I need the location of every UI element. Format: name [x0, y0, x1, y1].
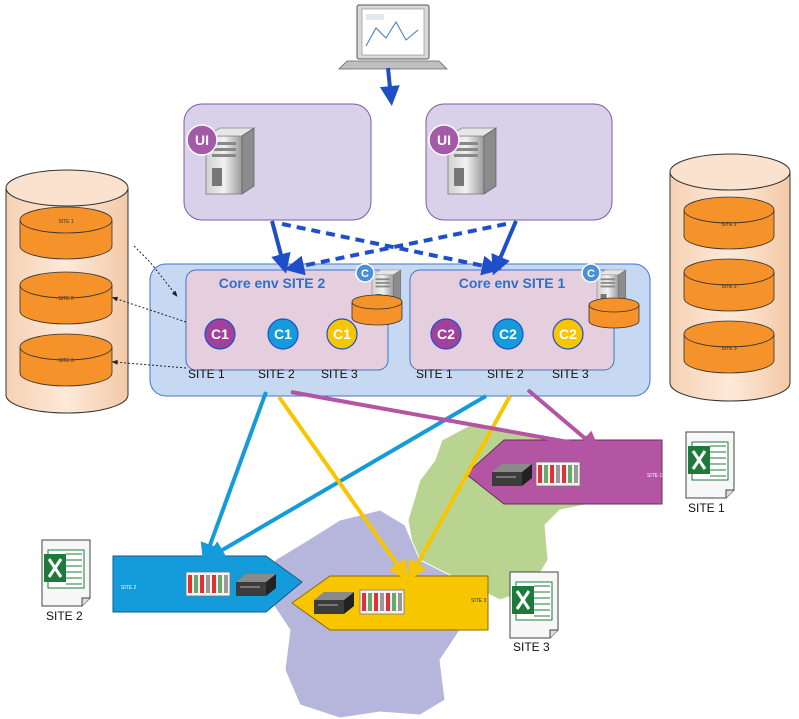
c2-site1: C2	[430, 318, 462, 350]
disk-left-1: SITE 1	[19, 206, 113, 260]
site-label: SITE 1	[188, 367, 225, 381]
site-label: SITE 2	[487, 367, 524, 381]
site1-banner: SITE 1	[465, 439, 663, 505]
arrow-c1-site2-to-site2	[200, 391, 268, 564]
excel-doc-site2: SITE 2	[40, 538, 92, 623]
site2-banner: SITE 2	[112, 555, 303, 613]
svg-text:SITE 3: SITE 3	[58, 358, 74, 364]
excel-doc-site1: SITE 1	[684, 430, 736, 515]
laptop-icon	[338, 4, 448, 70]
ui-server-left: UI	[183, 103, 372, 221]
core-env-site1-title: Core env SITE 1	[459, 275, 566, 291]
core-server-left: C	[351, 263, 403, 326]
excel-doc-site1-label: SITE 1	[688, 501, 725, 515]
svg-text:C1: C1	[274, 326, 292, 342]
arrow-c1-site1-to-site1	[290, 390, 604, 455]
disk-left-3: SITE 3	[19, 333, 113, 387]
c2-site3: C2	[552, 318, 584, 350]
disk-right-2: SITE 2	[683, 258, 775, 312]
svg-text:C: C	[587, 268, 595, 280]
excel-spreadsheet-icon	[508, 570, 560, 640]
svg-text:SITE 1: SITE 1	[58, 219, 74, 225]
site-label: SITE 3	[552, 367, 589, 381]
plc-controller-icon	[492, 464, 532, 486]
core-env-site1: Core env SITE 1 C2 C2 C2 SITE 1 SITE 2 S…	[409, 269, 615, 381]
plc-controller-icon	[314, 592, 354, 614]
arrow-c1-site3-to-site3	[277, 395, 409, 581]
ui-badge-left: UI	[195, 132, 209, 148]
excel-doc-site2-label: SITE 2	[46, 609, 83, 623]
svg-text:C2: C2	[559, 326, 577, 342]
c1-site1: C1	[204, 318, 236, 350]
core-env-site2: Core env SITE 2 C1 C1 C1 SITE 1 SITE 2 S…	[185, 269, 389, 381]
svg-text:C2: C2	[437, 326, 455, 342]
svg-text:SITE 3: SITE 3	[721, 346, 737, 352]
site1-banner-label: SITE 1	[647, 473, 663, 479]
excel-doc-site3: SITE 3	[508, 570, 560, 654]
c1-site3: C1	[326, 318, 358, 350]
plc-controller-icon	[535, 461, 581, 487]
plc-controller-icon	[236, 574, 276, 596]
dotted-link-site2	[111, 296, 187, 323]
excel-spreadsheet-icon	[40, 538, 92, 608]
dashed-arrow-left-to-right	[281, 222, 502, 276]
excel-doc-site3-label: SITE 3	[513, 640, 550, 654]
ui-server-right: UI	[425, 103, 613, 221]
plc-controller-icon	[185, 571, 231, 597]
svg-text:C2: C2	[499, 326, 517, 342]
disk-left-2: SITE 2	[19, 271, 113, 325]
storage-right: SITE 1 SITE 2 SITE 3	[669, 153, 791, 402]
core-server-right: C	[581, 263, 640, 329]
site3-banner-label: SITE 3	[471, 598, 487, 604]
arrow-laptop-to-servers	[379, 67, 400, 106]
arrow-c2-site1-to-site1	[526, 388, 601, 452]
svg-text:C: C	[361, 268, 369, 280]
site-label: SITE 1	[416, 367, 453, 381]
arrow-c2-site3-to-site3	[408, 395, 512, 582]
arrow-server-left-to-core-left	[270, 220, 291, 274]
site-label: SITE 3	[321, 367, 358, 381]
ui-badge-right: UI	[437, 132, 451, 148]
dotted-link-site3	[111, 359, 187, 369]
svg-text:SITE 2: SITE 2	[58, 296, 74, 302]
arrow-c2-site2-to-site2	[205, 394, 488, 561]
disk-right-1: SITE 1	[683, 196, 775, 250]
site-label: SITE 2	[258, 367, 295, 381]
dashed-arrow-right-to-left	[284, 222, 507, 276]
svg-text:C1: C1	[333, 326, 351, 342]
storage-left: SITE 1 SITE 2 SITE 3	[5, 169, 129, 414]
svg-text:SITE 2: SITE 2	[721, 284, 737, 290]
site3-banner: SITE 3	[291, 575, 489, 631]
svg-text:C1: C1	[211, 326, 229, 342]
plc-controller-icon	[359, 589, 405, 615]
c1-site2: C1	[267, 318, 299, 350]
excel-spreadsheet-icon	[684, 430, 736, 500]
arrow-server-right-to-core-right	[491, 220, 518, 276]
c2-site2: C2	[492, 318, 524, 350]
core-env-site2-title: Core env SITE 2	[219, 275, 326, 291]
site2-banner-label: SITE 2	[121, 585, 137, 591]
disk-right-3: SITE 3	[683, 320, 775, 374]
svg-text:SITE 1: SITE 1	[721, 222, 737, 228]
